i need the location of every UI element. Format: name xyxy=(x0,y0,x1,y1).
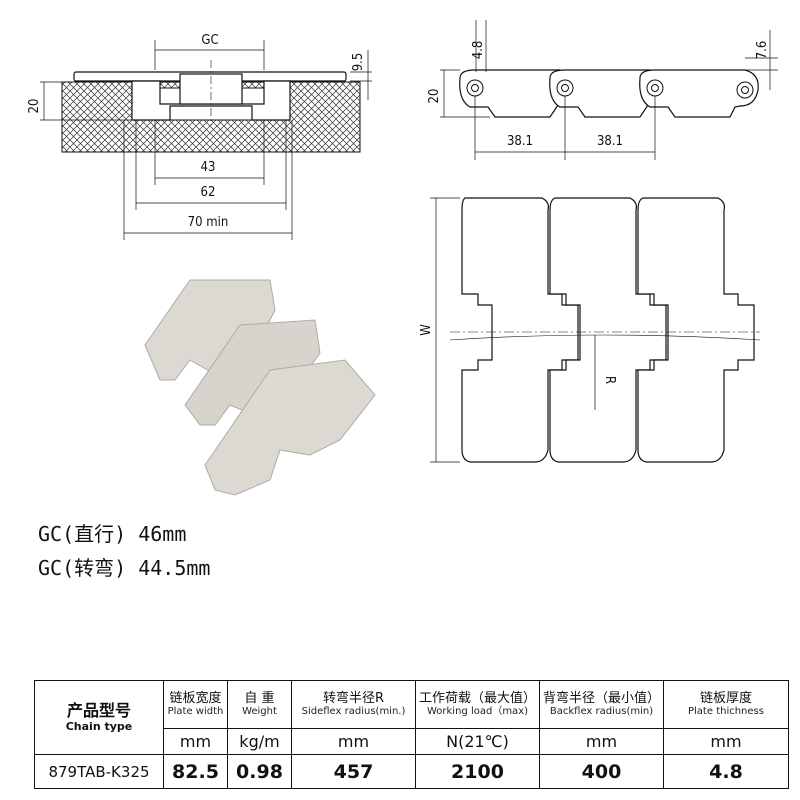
top-view-drawing: W R xyxy=(419,197,761,463)
side-links xyxy=(459,69,759,118)
dim-70-min: 70 min xyxy=(188,215,229,230)
dim-43: 43 xyxy=(201,160,216,175)
unit-plate-thickness: mm xyxy=(663,728,789,755)
value-chain-type: 879TAB-K325 xyxy=(34,754,164,789)
dim-w: W xyxy=(419,324,434,336)
value-sideflex-radius: 457 xyxy=(291,754,416,789)
value-weight: 0.98 xyxy=(227,754,292,789)
unit-backflex-radius: mm xyxy=(539,728,664,755)
chain-plate-photo xyxy=(144,279,376,496)
dim-62: 62 xyxy=(201,185,216,200)
dim-9-5: 9.5 xyxy=(351,53,366,72)
dim-20-left: 20 xyxy=(27,99,42,114)
dim-gc: GC xyxy=(201,33,218,48)
dim-r: R xyxy=(602,376,617,384)
unit-weight: kg/m xyxy=(227,728,292,755)
dim-20-side: 20 xyxy=(427,89,442,104)
dim-pitch-2: 38.1 xyxy=(597,134,623,149)
value-plate-width: 82.5 xyxy=(163,754,228,789)
header-working-load: 工作荷载（最大值）Working load（max) xyxy=(415,680,540,729)
gc-straight-note: GC(直行) 46mm xyxy=(38,522,187,546)
dim-4-8: 4.8 xyxy=(471,41,486,60)
value-plate-thickness: 4.8 xyxy=(663,754,789,789)
top-plates xyxy=(461,197,755,463)
cross-section-drawing: GC 9.5 20 43 62 70 min xyxy=(27,33,372,240)
unit-working-load: N(21℃) xyxy=(415,728,540,755)
header-backflex-radius: 背弯半径（最小值）Backflex radius(min) xyxy=(539,680,664,729)
dim-pitch-1: 38.1 xyxy=(507,134,533,149)
side-view-drawing: 4.8 7.6 20 38.1 38.1 xyxy=(427,20,778,160)
unit-plate-width: mm xyxy=(163,728,228,755)
unit-sideflex-radius: mm xyxy=(291,728,416,755)
header-chain-type: 产品型号 Chain type xyxy=(34,680,164,755)
dim-7-6: 7.6 xyxy=(755,41,770,60)
gc-curve-note: GC(转弯) 44.5mm xyxy=(38,556,211,580)
value-backflex-radius: 400 xyxy=(539,754,664,789)
value-working-load: 2100 xyxy=(415,754,540,789)
